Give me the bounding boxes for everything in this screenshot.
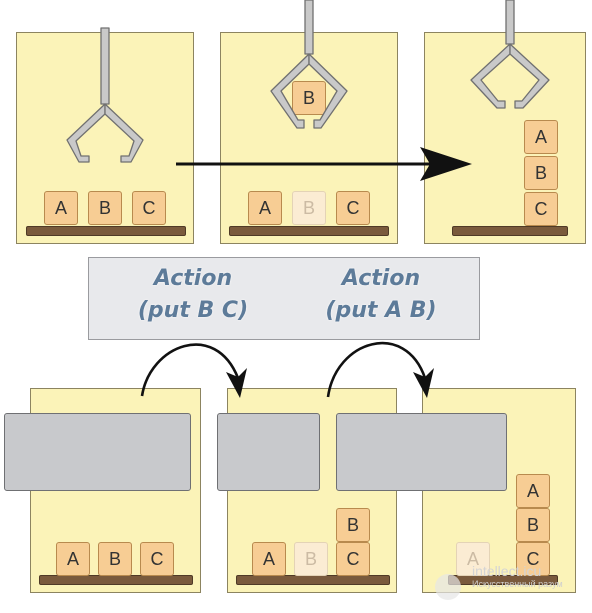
action-arrow <box>140 343 247 398</box>
robot-claw-icon <box>66 27 144 163</box>
watermark: intellect.icu Искусственный разум <box>472 563 563 590</box>
block-c: C <box>524 192 558 226</box>
state-placeholder-box <box>4 413 191 491</box>
action-1-title: Action <box>153 266 233 291</box>
block-c: C <box>132 191 166 225</box>
action-arrow <box>326 341 434 398</box>
watermark-logo-icon <box>435 574 461 600</box>
block-b: B <box>524 156 558 190</box>
block-a: A <box>44 191 78 225</box>
block-c: C <box>516 542 550 576</box>
action-2-title: Action <box>341 266 421 291</box>
transition-arrow <box>176 147 472 181</box>
action-2-detail: (put A B) <box>325 298 437 323</box>
block-b-ghost: B <box>294 542 328 576</box>
block-b: B <box>516 508 550 542</box>
table-shelf <box>452 226 568 236</box>
watermark-line1: intellect.icu <box>472 563 542 579</box>
block-b: B <box>88 191 122 225</box>
action-1-label: Action (put A B) <box>118 264 268 293</box>
watermark-line2: Искусственный разум <box>472 579 563 589</box>
block-c: C <box>336 191 370 225</box>
table-shelf <box>229 226 389 236</box>
block-a: A <box>524 120 558 154</box>
table-shelf <box>26 226 186 236</box>
block-c: C <box>336 542 370 576</box>
block-c: C <box>140 542 174 576</box>
block-a: A <box>516 474 550 508</box>
action-1-detail-label: (put B C) <box>137 298 249 323</box>
action-panel <box>88 257 480 340</box>
robot-claw-icon <box>270 0 348 129</box>
block-a: A <box>248 191 282 225</box>
block-b-on-c: B <box>336 508 370 542</box>
block-a: A <box>252 542 286 576</box>
state-placeholder-box <box>336 413 507 491</box>
block-a-ghost: A <box>456 542 490 576</box>
robot-claw-icon <box>470 0 550 109</box>
state-placeholder-box <box>217 413 320 491</box>
block-a: A <box>56 542 90 576</box>
block-b: B <box>98 542 132 576</box>
block-b-ghost: B <box>292 191 326 225</box>
state-panel-goal-stack <box>424 32 586 244</box>
block-b-held: B <box>292 81 326 115</box>
